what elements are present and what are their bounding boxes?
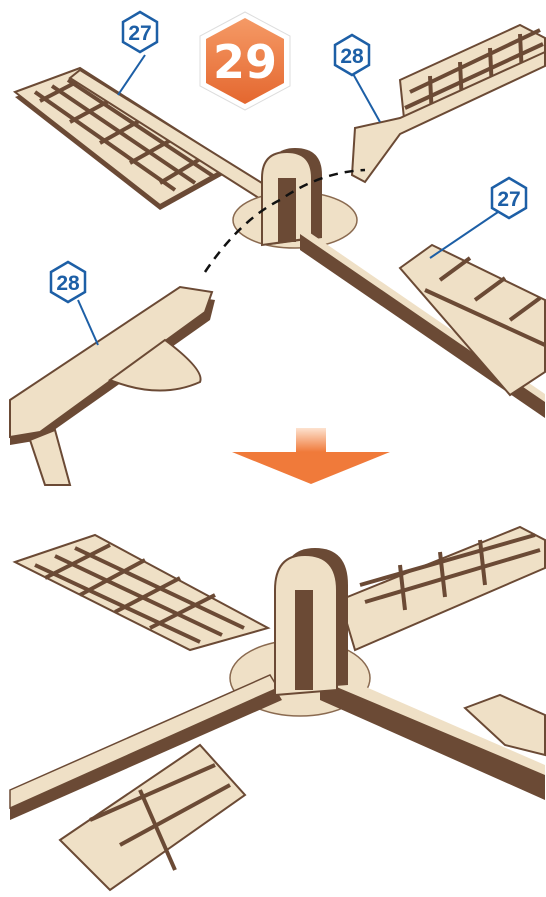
callout-27-right: 27 xyxy=(492,178,526,218)
callout-label: 28 xyxy=(340,45,364,68)
step-number-badge: 29 xyxy=(200,12,290,110)
exploded-view: 27 28 27 28 29 xyxy=(10,12,545,485)
callout-28-top-right: 28 xyxy=(335,35,369,75)
callout-27-top-left: 27 xyxy=(123,12,157,52)
assembled-arm-left xyxy=(10,675,282,890)
callout-label: 27 xyxy=(128,22,151,45)
assembled-blade-top-left xyxy=(15,535,268,650)
callout-label: 27 xyxy=(497,188,520,211)
assembled-blade-top-right xyxy=(340,527,545,650)
blade-28-top-right xyxy=(352,25,545,182)
blade-28-left xyxy=(10,287,215,485)
callout-28-left: 28 xyxy=(51,262,85,302)
assembled-arm-right xyxy=(320,667,545,800)
down-arrow-icon xyxy=(232,428,390,484)
callout-label: 28 xyxy=(56,272,80,295)
assembled-arch xyxy=(275,548,348,695)
step-number: 29 xyxy=(213,35,277,89)
assembled-view xyxy=(10,527,545,890)
